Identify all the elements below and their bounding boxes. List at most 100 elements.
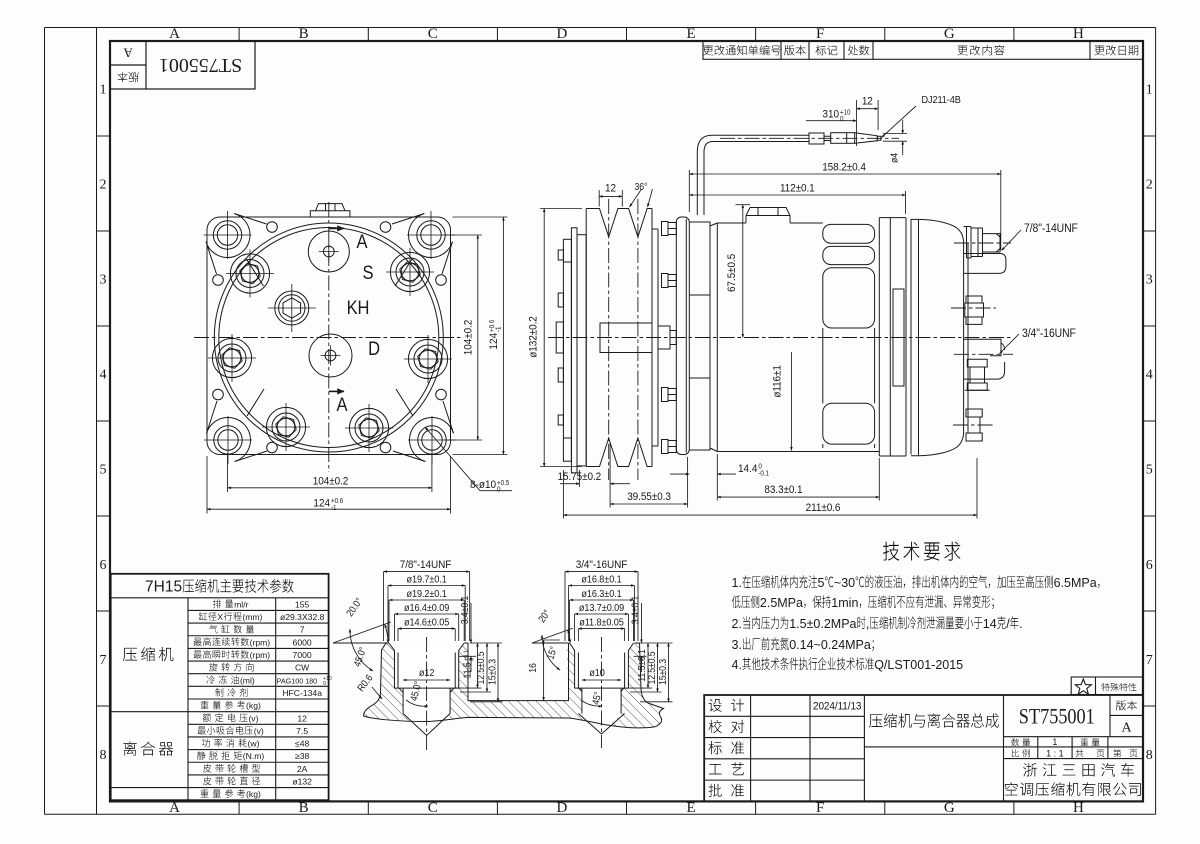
- svg-text:≥38: ≥38: [295, 751, 309, 761]
- svg-text:4: 4: [100, 368, 107, 383]
- svg-text:F: F: [816, 800, 824, 816]
- svg-text:G: G: [944, 800, 955, 816]
- svg-text:(rpm): (rpm): [250, 637, 271, 647]
- svg-text:(kg): (kg): [246, 701, 261, 711]
- svg-text:1.: 1.: [732, 576, 742, 590]
- svg-text:6: 6: [1146, 558, 1153, 573]
- svg-text:7/8"-14UNF: 7/8"-14UNF: [1024, 222, 1078, 235]
- svg-text:(v): (v): [248, 713, 258, 723]
- svg-text:8: 8: [100, 748, 107, 763]
- svg-text:+10: +10: [323, 676, 332, 682]
- svg-text:+0.6: +0.6: [488, 320, 495, 332]
- svg-text:14.4: 14.4: [738, 462, 757, 475]
- svg-text:ø16.8±0.1: ø16.8±0.1: [581, 574, 621, 586]
- svg-text:(rpm): (rpm): [250, 650, 271, 660]
- svg-text:-0.1: -0.1: [758, 470, 769, 477]
- svg-text:-1: -1: [331, 504, 337, 511]
- svg-text:12: 12: [605, 182, 616, 195]
- svg-text:7.5: 7.5: [296, 726, 308, 736]
- svg-text:/: /: [1006, 617, 1010, 631]
- svg-text:5: 5: [818, 576, 825, 590]
- svg-text:+0.6: +0.6: [331, 498, 343, 505]
- svg-text:155: 155: [295, 599, 310, 609]
- svg-text:15±0.3: 15±0.3: [657, 659, 668, 685]
- svg-text:158.2±0.4: 158.2±0.4: [822, 161, 866, 174]
- svg-text:3.4±0.1: 3.4±0.1: [459, 596, 470, 624]
- svg-text:B: B: [299, 26, 309, 42]
- svg-text:(w): (w): [248, 739, 260, 749]
- svg-text:D: D: [557, 26, 568, 42]
- svg-text:104±0.2: 104±0.2: [313, 475, 349, 488]
- svg-text:5: 5: [1146, 463, 1153, 478]
- svg-text:0: 0: [497, 486, 501, 493]
- svg-text:DJ211-4B: DJ211-4B: [922, 94, 962, 106]
- svg-text:0: 0: [840, 116, 844, 123]
- svg-text:(N.m): (N.m): [243, 751, 265, 761]
- svg-text:2024/11/13: 2024/11/13: [813, 700, 862, 713]
- svg-text:36°: 36°: [635, 181, 648, 192]
- svg-text:15.75±0.2: 15.75±0.2: [557, 470, 601, 483]
- svg-text:C: C: [428, 26, 438, 42]
- svg-text:~30: ~30: [834, 576, 855, 590]
- svg-text:39.55±0.3: 39.55±0.3: [627, 490, 671, 503]
- svg-text:2.: 2.: [732, 617, 742, 631]
- svg-text:16: 16: [527, 663, 538, 673]
- svg-text:6.5MPa: 6.5MPa: [1054, 576, 1097, 590]
- svg-text:A: A: [123, 46, 133, 61]
- svg-text:D: D: [368, 338, 380, 359]
- svg-text:ø14.6±0.05: ø14.6±0.05: [404, 617, 450, 629]
- svg-text:ø19.2±0.1: ø19.2±0.1: [406, 588, 446, 600]
- svg-text:+10: +10: [840, 109, 851, 116]
- svg-text:11.5±0.1: 11.5±0.1: [637, 649, 648, 681]
- svg-text:ø11.8±0.05: ø11.8±0.05: [579, 617, 624, 629]
- svg-text:ø132: ø132: [292, 777, 312, 787]
- svg-text:C: C: [428, 800, 438, 816]
- svg-text:(v): (v): [254, 726, 264, 736]
- svg-text:ST755001: ST755001: [1019, 704, 1095, 729]
- svg-text:3: 3: [1146, 273, 1153, 288]
- svg-text:H: H: [1073, 26, 1084, 42]
- svg-text:12: 12: [297, 713, 307, 723]
- svg-text:6000: 6000: [293, 637, 312, 647]
- svg-text:CW: CW: [295, 663, 310, 673]
- svg-text:4.: 4.: [732, 658, 742, 672]
- svg-text:1.5±0.2MPa: 1.5±0.2MPa: [789, 617, 856, 631]
- svg-text:ø12: ø12: [419, 667, 434, 679]
- svg-text:ø19.7±0.1: ø19.7±0.1: [406, 574, 446, 586]
- svg-text:3.4±0.1: 3.4±0.1: [630, 596, 641, 624]
- svg-text:104±0.2: 104±0.2: [462, 320, 475, 356]
- svg-text:ø116±1: ø116±1: [771, 365, 784, 398]
- svg-text:A: A: [169, 26, 180, 42]
- svg-text:5: 5: [100, 463, 107, 478]
- svg-text:1: 1: [1146, 83, 1153, 98]
- svg-text:A: A: [337, 394, 348, 415]
- svg-text:0.14~0.24MPa: 0.14~0.24MPa: [789, 638, 871, 652]
- svg-text:A: A: [169, 800, 180, 816]
- svg-text:124: 124: [487, 333, 500, 350]
- svg-text:Q/LST001-2015: Q/LST001-2015: [874, 658, 963, 672]
- svg-text:ø13.7±0.09: ø13.7±0.09: [579, 602, 624, 614]
- svg-text:3/4"-16UNF: 3/4"-16UNF: [576, 558, 628, 571]
- svg-text:7: 7: [1146, 653, 1153, 668]
- svg-text:124: 124: [313, 497, 330, 510]
- svg-text:0: 0: [758, 463, 762, 470]
- svg-text:A: A: [357, 231, 368, 252]
- svg-text:3: 3: [100, 273, 107, 288]
- svg-text:G: G: [944, 26, 955, 42]
- svg-text:12: 12: [862, 95, 873, 108]
- svg-text:B: B: [299, 800, 309, 816]
- svg-text:6: 6: [100, 558, 107, 573]
- svg-text:15°: 15°: [545, 645, 559, 661]
- svg-text:45.0°: 45.0°: [408, 680, 423, 702]
- svg-text:ST755001: ST755001: [159, 54, 242, 76]
- svg-text:1: 1: [1052, 737, 1057, 747]
- svg-text:≤48: ≤48: [295, 739, 309, 749]
- svg-text:0: 0: [469, 658, 475, 661]
- svg-text:310: 310: [822, 108, 839, 121]
- svg-text:S: S: [363, 262, 374, 283]
- svg-text:8: 8: [1146, 748, 1153, 763]
- svg-text:,: ,: [866, 617, 869, 631]
- svg-text:14: 14: [983, 617, 997, 631]
- svg-text:E: E: [686, 800, 695, 816]
- svg-text:+0.5: +0.5: [497, 479, 509, 486]
